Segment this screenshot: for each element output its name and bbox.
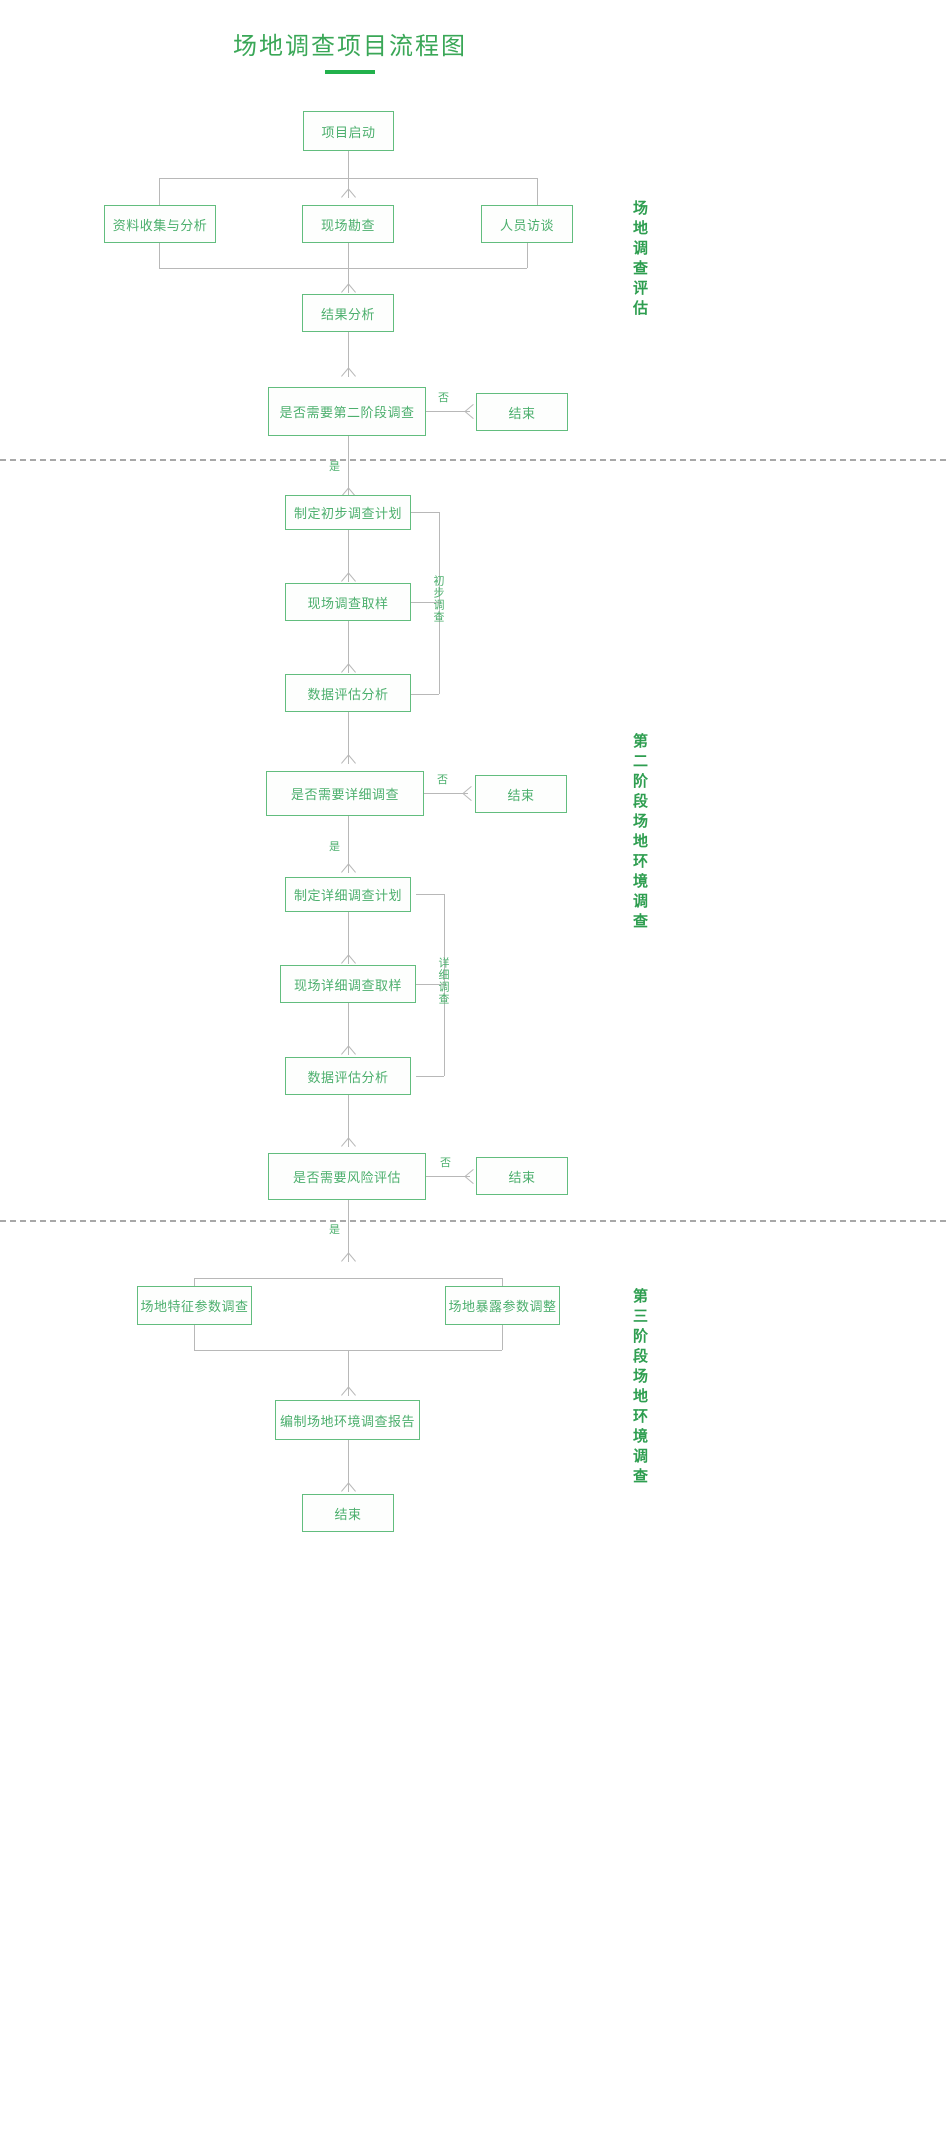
node-data-collection[interactable]: 资料收集与分析: [104, 205, 216, 243]
phase-title-2: 第二阶段场地环境调查: [631, 733, 649, 933]
edge-start-to-fanout: [348, 151, 349, 198]
node-site-recon[interactable]: 现场勘查: [302, 205, 394, 243]
edge-eval-to-decision2: [348, 712, 349, 764]
node-sampling-preliminary[interactable]: 现场调查取样: [285, 583, 411, 621]
edge-phase3-fanin-left: [194, 1325, 195, 1350]
edge-fanout-bar: [159, 178, 537, 179]
node-plan-preliminary[interactable]: 制定初步调查计划: [285, 495, 411, 530]
node-start[interactable]: 项目启动: [303, 111, 394, 151]
node-sampling-detailed[interactable]: 现场详细调查取样: [280, 965, 416, 1003]
edge-label-yes-2: 是: [329, 840, 340, 853]
edge-fanin-bar: [159, 268, 527, 269]
arrowhead-to-plan-detailed: [343, 865, 354, 874]
edge-phase3-fanout-bar: [194, 1278, 502, 1279]
node-end-3[interactable]: 结束: [476, 1157, 568, 1195]
edge-decision2-yes: [348, 816, 349, 873]
node-result-analysis[interactable]: 结果分析: [302, 294, 394, 332]
edge-report-to-end: [348, 1440, 349, 1492]
phase-title-1: 场地调查评估: [631, 200, 649, 320]
edge-label-no-1: 否: [438, 391, 449, 404]
node-report[interactable]: 编制场地环境调查报告: [275, 1400, 420, 1440]
node-end-2[interactable]: 结束: [475, 775, 567, 813]
edge-fanin-right: [527, 243, 528, 268]
node-site-exposure-params[interactable]: 场地暴露参数调整: [445, 1286, 560, 1325]
node-site-feature-params[interactable]: 场地特征参数调查: [137, 1286, 252, 1325]
phase-separator-2: [0, 1220, 946, 1222]
edge-label-yes-1: 是: [329, 460, 340, 473]
node-data-eval-detailed[interactable]: 数据评估分析: [285, 1057, 411, 1095]
arrowhead-to-sampling-detailed: [343, 956, 354, 965]
arrowhead-to-sampling-preliminary: [343, 574, 354, 583]
edge-result-to-decision1: [348, 332, 349, 377]
bracket-label-detailed: 详细调查: [437, 957, 450, 1005]
arrowhead-to-phase3-fanout: [343, 1254, 354, 1263]
edge-decision1-no: [426, 411, 470, 412]
edge-eval-to-decision3: [348, 1095, 349, 1147]
node-decision-detailed[interactable]: 是否需要详细调查: [266, 771, 424, 816]
edge-site-recon-down: [348, 243, 349, 268]
edge-decision3-yes: [348, 1200, 349, 1262]
arrowhead-to-result-analysis: [343, 285, 354, 294]
node-decision-risk[interactable]: 是否需要风险评估: [268, 1153, 426, 1200]
edge-fanin-left: [159, 243, 160, 268]
arrowhead-to-end-final: [343, 1484, 354, 1493]
edge-sampling-to-eval-prelim: [348, 621, 349, 673]
edge-plan-to-sampling-prelim: [348, 530, 349, 582]
arrowhead-to-data-eval-detailed: [343, 1047, 354, 1056]
arrowhead-to-site-recon: [343, 190, 354, 199]
edge-fanin-to-result: [348, 268, 349, 293]
arrowhead-to-report: [343, 1388, 354, 1397]
edge-sampling-to-eval-detailed: [348, 1003, 349, 1055]
arrowhead-to-decision-phase2: [343, 369, 354, 378]
phase-title-3: 第三阶段场地环境调查: [631, 1288, 649, 1488]
page-title: 场地调查项目流程图: [233, 32, 467, 60]
edge-label-yes-3: 是: [329, 1223, 340, 1236]
node-interviews[interactable]: 人员访谈: [481, 205, 573, 243]
arrowhead-to-decision-risk: [343, 1139, 354, 1148]
edge-decision3-no: [426, 1176, 470, 1177]
edge-fanin-to-report: [348, 1350, 349, 1396]
arrowhead-to-end-1: [466, 406, 475, 417]
title-underline-rule: [325, 70, 375, 74]
node-end-final[interactable]: 结束: [302, 1494, 394, 1532]
node-plan-detailed[interactable]: 制定详细调查计划: [285, 877, 411, 912]
edge-phase3-fanin-right: [502, 1325, 503, 1350]
node-end-1[interactable]: 结束: [476, 393, 568, 431]
node-decision-phase2[interactable]: 是否需要第二阶段调查: [268, 387, 426, 436]
edge-plan-to-sampling-detailed: [348, 912, 349, 964]
node-data-eval-preliminary[interactable]: 数据评估分析: [285, 674, 411, 712]
edge-decision2-no: [424, 793, 468, 794]
edge-label-no-3: 否: [440, 1156, 451, 1169]
phase-separator-1: [0, 459, 946, 461]
edge-decision1-yes: [348, 436, 349, 497]
arrowhead-to-data-eval-preliminary: [343, 665, 354, 674]
arrowhead-to-decision-detailed: [343, 756, 354, 765]
arrowhead-to-end-2: [464, 788, 473, 799]
edge-fanout-right: [537, 178, 538, 205]
arrowhead-to-end-3: [466, 1171, 475, 1182]
bracket-label-preliminary: 初步调查: [432, 575, 445, 623]
edge-label-no-2: 否: [437, 773, 448, 786]
edge-fanout-left: [159, 178, 160, 205]
